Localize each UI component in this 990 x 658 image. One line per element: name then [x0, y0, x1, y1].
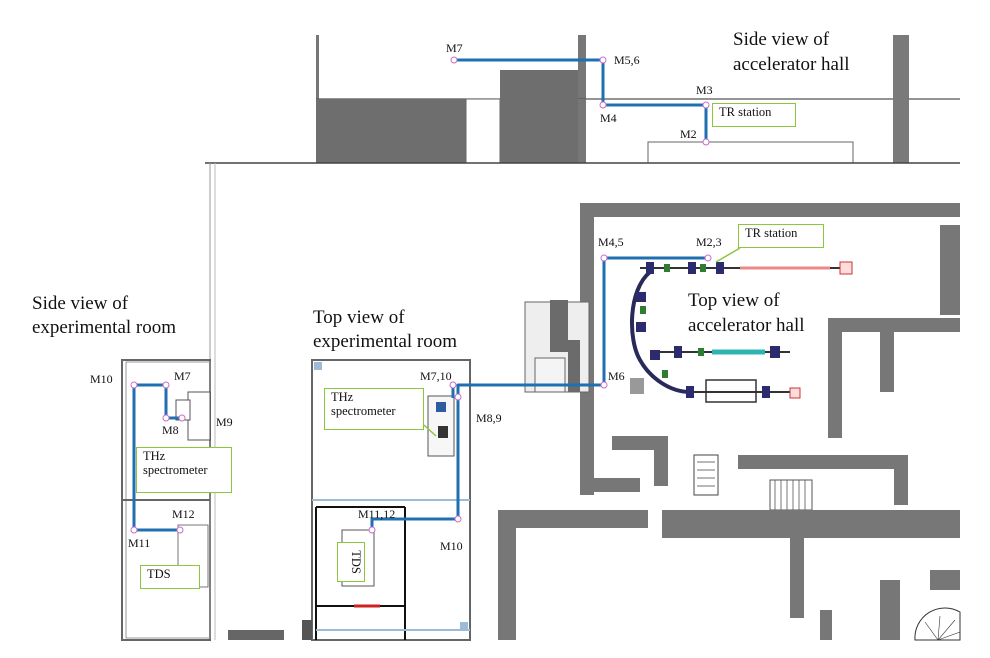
- mirror-label-m10-top: M10: [440, 539, 463, 553]
- mirror-label-m45: M4,5: [598, 235, 624, 249]
- mirror-label-m12: M12: [172, 507, 195, 521]
- thz-top-line1: THz: [331, 390, 354, 404]
- title-side-exp-line2: experimental room: [32, 317, 177, 338]
- mirror-label-m56: M5,6: [614, 53, 640, 67]
- mirror-markers: [130, 56, 712, 534]
- label-pointers: [423, 247, 741, 437]
- title-top-exp-line1: Top view of: [313, 307, 405, 328]
- side-accel-hall: [205, 35, 960, 164]
- mirror-label-m11: M11: [128, 536, 151, 550]
- tr-station-box-side: TR station: [712, 103, 796, 127]
- mirror-label-m23: M2,3: [696, 235, 722, 249]
- top-accel-hall: [498, 203, 961, 641]
- title-top-accel-line1: Top view of: [688, 290, 780, 311]
- mirror-label-m6: M6: [608, 369, 625, 383]
- thz-spectrometer-box-side: THz spectrometer: [136, 447, 232, 493]
- mirror-label-m10-side: M10: [90, 372, 113, 386]
- mirror-label-m2: M2: [680, 127, 697, 141]
- tr-station-box-top: TR station: [738, 224, 824, 248]
- mirror-label-m7: M7: [446, 41, 463, 55]
- mirror-label-m9: M9: [216, 415, 233, 429]
- mirror-label-m1112: M11,12: [358, 507, 396, 521]
- title-side-exp-line1: Side view of: [32, 293, 129, 314]
- thz-side-line1: THz: [143, 449, 166, 463]
- title-top-exp-line2: experimental room: [313, 331, 458, 352]
- mirror-label-m7-side: M7: [174, 369, 191, 383]
- mirror-label-m8: M8: [162, 423, 179, 437]
- mirror-label-m4: M4: [600, 111, 617, 125]
- thz-side-line2: spectrometer: [143, 462, 208, 477]
- thz-top-line2: spectrometer: [331, 403, 396, 418]
- thz-spectrometer-box-top: THz spectrometer: [324, 388, 424, 430]
- tds-box-side: TDS: [140, 565, 200, 589]
- mirror-label-m89: M8,9: [476, 411, 502, 425]
- title-side-accel-line1: Side view of: [733, 29, 830, 50]
- mirror-label-m710: M7,10: [420, 369, 452, 383]
- tds-box-top: TDS: [337, 542, 365, 582]
- title-top-accel-line2: accelerator hall: [688, 315, 805, 336]
- title-side-accel-line2: accelerator hall: [733, 54, 850, 75]
- mirror-label-m3: M3: [696, 83, 713, 97]
